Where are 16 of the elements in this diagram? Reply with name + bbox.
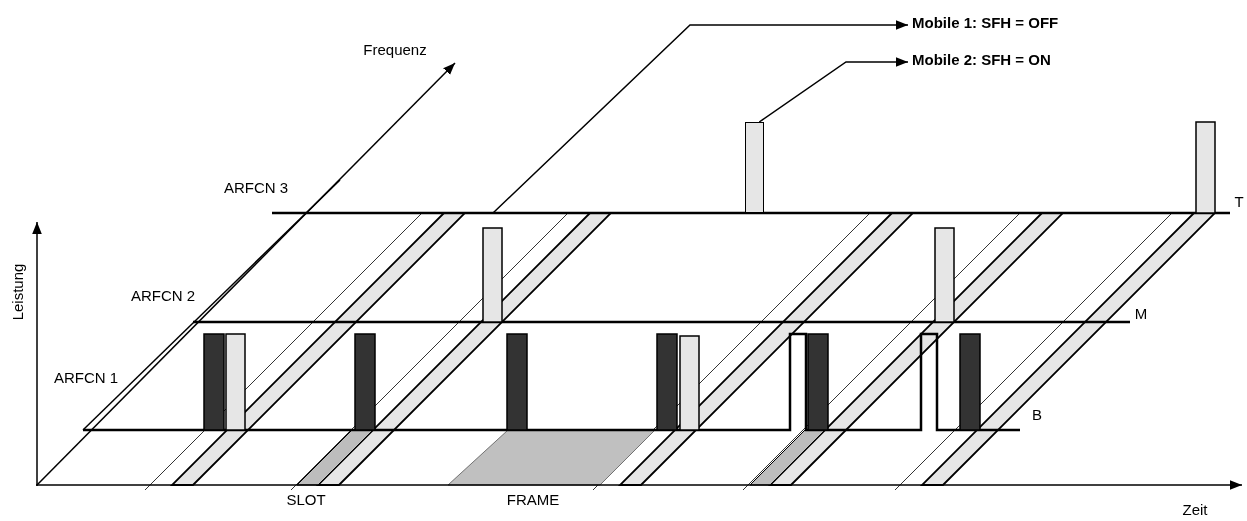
signal-bar [745, 122, 764, 213]
label: Frequenz [363, 41, 427, 59]
callout-text: Mobile 2: SFH = ON [912, 51, 1051, 69]
callout-text: Mobile 1: SFH = OFF [912, 14, 1059, 32]
label: SLOT [286, 491, 326, 509]
label: ARFCN 2 [130, 287, 196, 305]
leader-line [758, 57, 909, 123]
label: ARFCN 1 [53, 369, 119, 387]
label: Zeit [1182, 501, 1208, 519]
label: M [1134, 305, 1148, 323]
leader-line [492, 20, 909, 214]
axis-label: Leistung [9, 263, 27, 321]
label: ARFCN 3 [223, 179, 289, 197]
label: FRAME [506, 491, 560, 509]
label: B [1032, 406, 1042, 424]
label: T [1234, 193, 1244, 211]
